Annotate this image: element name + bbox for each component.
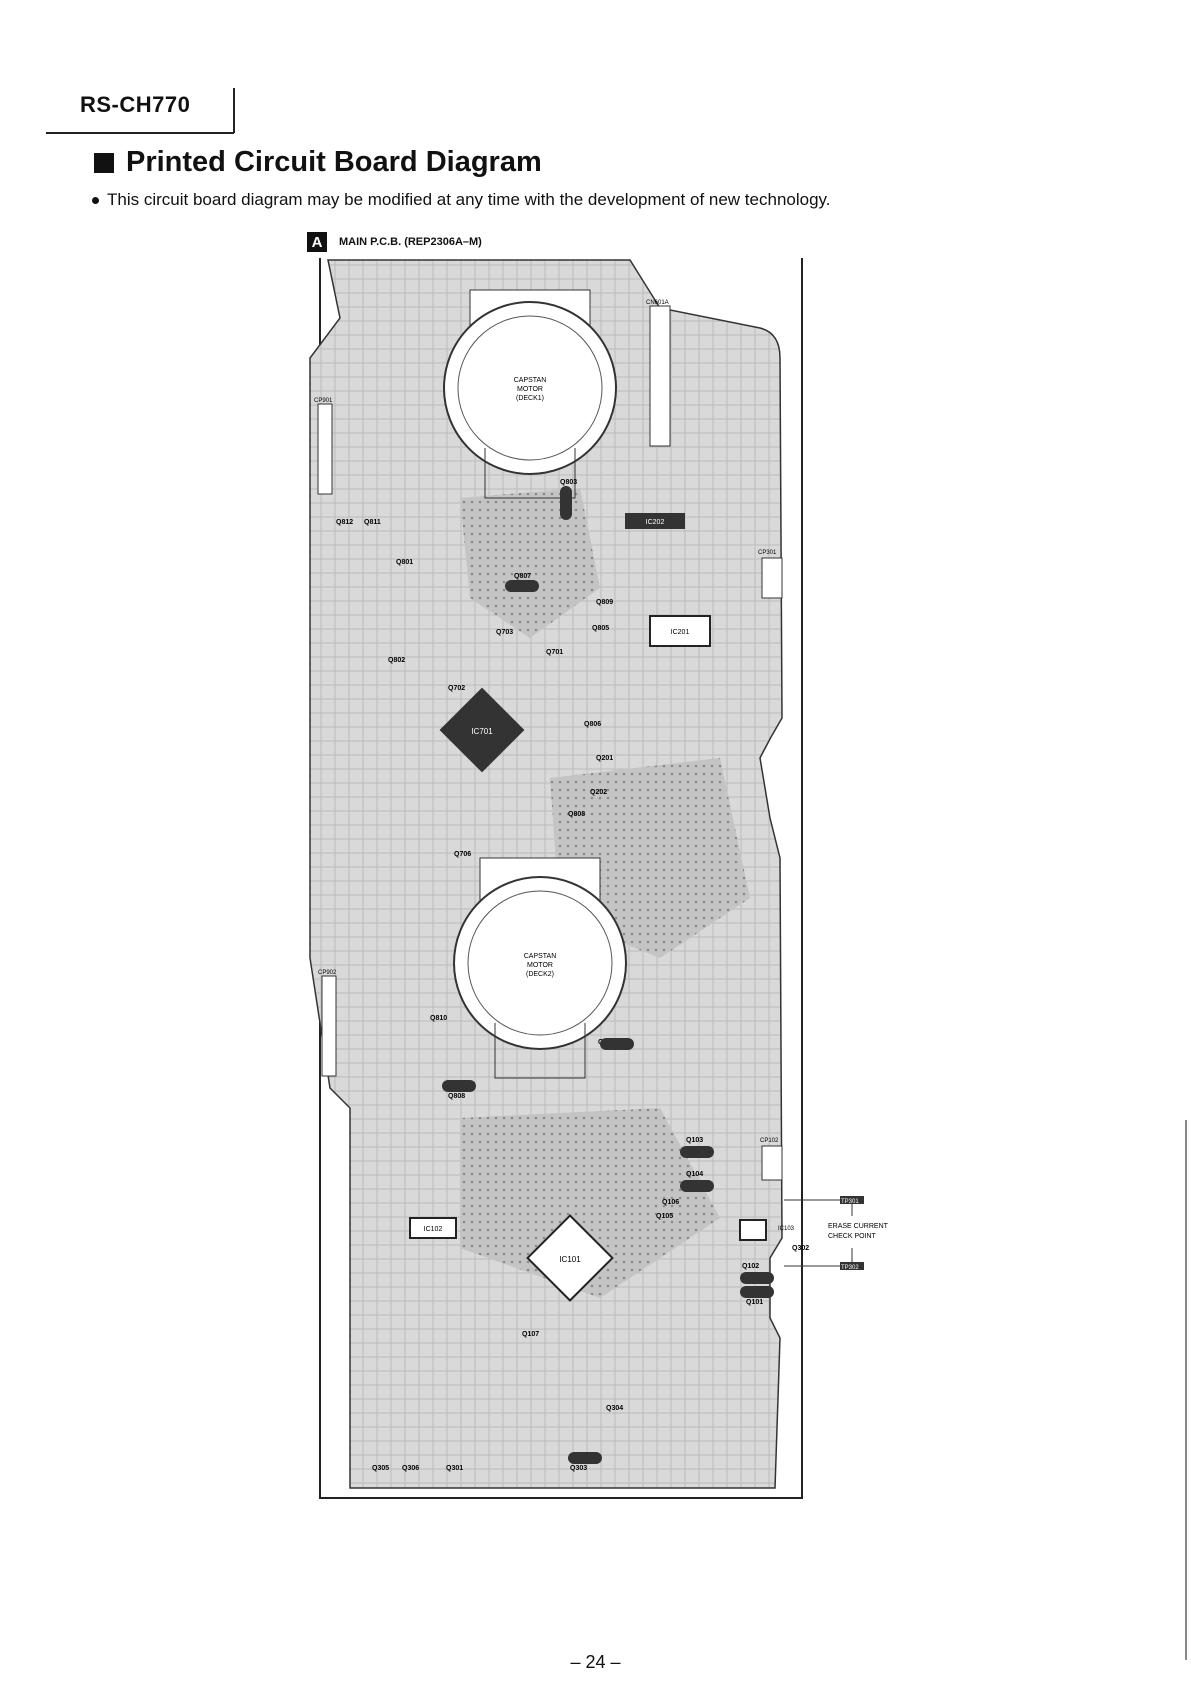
q805: Q805	[592, 625, 609, 632]
tp301-label: TP301	[841, 1199, 859, 1205]
svg-text:IC201: IC201	[671, 629, 690, 636]
copper-region-lower	[460, 1108, 720, 1298]
connector-label-cn601a: CN601A	[646, 300, 669, 306]
q706: Q706	[454, 851, 471, 858]
connector-label-cp902: CP902	[318, 970, 337, 976]
capstan-motor-deck2: CAPSTAN MOTOR (DECK2)	[453, 857, 627, 1079]
title-bullet-square	[94, 152, 114, 173]
pcb-diagram: CAPSTAN MOTOR (DECK1) CAPSTAN MOTOR (DEC…	[309, 258, 889, 1499]
tp301-box	[840, 1196, 864, 1204]
header-rule-vertical	[233, 88, 235, 133]
tp302-label: TP302	[841, 1265, 859, 1271]
page-number: – 24 –	[570, 1652, 621, 1672]
motor2-label-line1: CAPSTAN	[524, 953, 557, 960]
q812: Q812	[336, 519, 353, 526]
q102: Q102	[742, 1263, 759, 1270]
erase-label-1: ERASE CURRENT	[828, 1223, 889, 1230]
q811: Q811	[364, 519, 381, 526]
note-text: This circuit board diagram may be modifi…	[107, 190, 831, 209]
model-number: RS-CH770	[80, 92, 191, 117]
q808-lower: Q808	[448, 1093, 465, 1100]
q806: Q806	[584, 721, 601, 728]
page-edge-mark	[1185, 1120, 1187, 1660]
q101: Q101	[746, 1299, 763, 1306]
ic202: IC202	[625, 513, 685, 529]
q103: Q103	[686, 1137, 703, 1144]
motor-label-line2: MOTOR	[517, 386, 543, 393]
capstan-motor-deck1: CAPSTAN MOTOR (DECK1)	[443, 289, 617, 499]
page-title-block: Printed Circuit Board Diagram	[94, 146, 542, 179]
connector-cn601a	[649, 305, 671, 447]
svg-text:IC103: IC103	[778, 1226, 795, 1232]
q106: Q106	[662, 1199, 679, 1206]
q808-upper: Q808	[568, 811, 585, 818]
note-bullet	[92, 197, 99, 205]
svg-text:IC202: IC202	[646, 519, 665, 526]
header-rule-horizontal	[46, 132, 234, 134]
q105: Q105	[656, 1213, 673, 1220]
connector-cp102	[761, 1145, 783, 1181]
q304: Q304	[606, 1405, 623, 1412]
svg-text:IC102: IC102	[424, 1226, 443, 1233]
svg-text:IC701: IC701	[471, 727, 493, 736]
deck1-label: (DECK1)	[516, 395, 544, 402]
ic701: IC701	[439, 687, 525, 773]
transistor-pads	[442, 486, 774, 1464]
connector-cp901	[317, 403, 333, 495]
q301: Q301	[446, 1465, 463, 1472]
q202: Q202	[590, 789, 607, 796]
ic103: IC103	[739, 1219, 795, 1241]
board-section-label: A MAIN P.C.B. (REP2306A–M)	[307, 232, 482, 252]
q701: Q701	[546, 649, 563, 656]
q801: Q801	[396, 559, 413, 566]
section-label-text: MAIN P.C.B. (REP2306A–M)	[339, 236, 482, 248]
ic102: IC102	[409, 1217, 457, 1239]
section-letter-box: A	[307, 232, 327, 252]
ic201: IC201	[649, 615, 711, 647]
q303: Q303	[570, 1465, 587, 1472]
q306: Q306	[402, 1465, 419, 1472]
connector-label-cp901: CP901	[314, 398, 333, 404]
erase-label-2: CHECK POINT	[828, 1233, 877, 1240]
copper-region-upper	[460, 488, 600, 638]
page-title: Printed Circuit Board Diagram	[126, 146, 542, 178]
deck2-label: (DECK2)	[526, 971, 554, 978]
motor2-label-line2: MOTOR	[527, 962, 553, 969]
modification-note: This circuit board diagram may be modifi…	[92, 190, 831, 210]
q104: Q104	[686, 1171, 703, 1178]
q201: Q201	[596, 755, 613, 762]
q702: Q702	[448, 685, 465, 692]
q810: Q810	[430, 1015, 447, 1022]
connector-label-cp102: CP102	[760, 1138, 779, 1144]
tp302-box	[840, 1262, 864, 1270]
motor-label-line1: CAPSTAN	[514, 377, 547, 384]
transistor-labels: Q812 Q811 Q801 Q803 Q807 Q809 Q805 Q703 …	[336, 479, 809, 1472]
q807: Q807	[514, 573, 531, 580]
ic101: IC101	[526, 1214, 614, 1302]
connector-label-cp301: CP301	[758, 550, 777, 556]
connector-cp902	[321, 975, 337, 1077]
q107: Q107	[522, 1331, 539, 1338]
q305: Q305	[372, 1465, 389, 1472]
connector-cp301	[761, 557, 783, 599]
q302: Q302	[792, 1245, 809, 1252]
q803: Q803	[560, 479, 577, 486]
q802: Q802	[388, 657, 405, 664]
svg-text:IC101: IC101	[559, 1255, 581, 1264]
q703: Q703	[496, 629, 513, 636]
q809: Q809	[596, 599, 613, 606]
erase-current-check-point: TP301 TP302 ERASE CURRENT CHECK POINT	[784, 1196, 889, 1271]
